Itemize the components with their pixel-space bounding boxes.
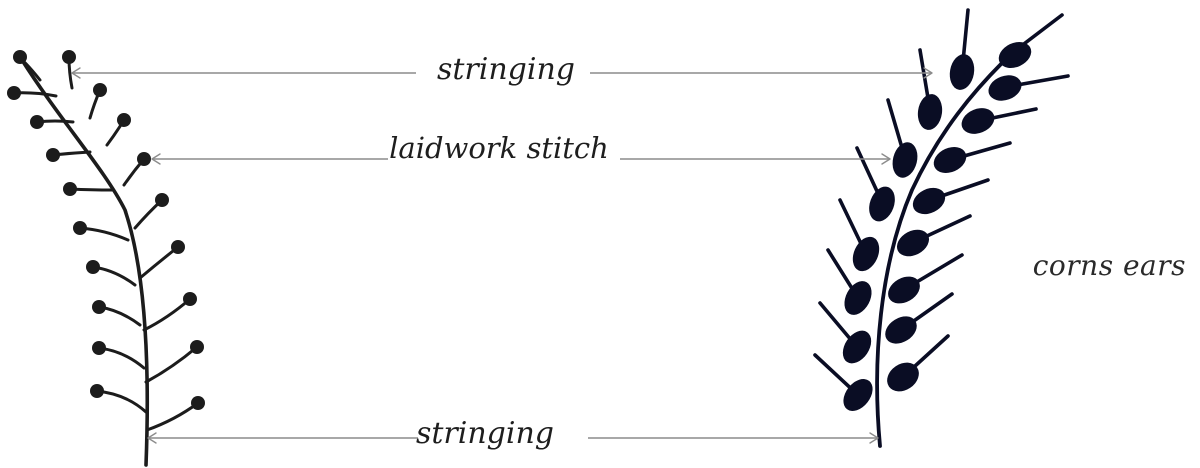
- arrow-head-left: [71, 67, 81, 79]
- corn-grain: [917, 94, 943, 130]
- arrow-head-right: [923, 67, 933, 79]
- branch-stroke: [95, 389, 148, 414]
- branch-stroke: [78, 226, 130, 242]
- corn-grain: [885, 316, 917, 344]
- stringing-branch-stem: [20, 58, 150, 467]
- branch-dot: [30, 115, 44, 129]
- corn-grain: [869, 186, 895, 222]
- branch-stroke: [145, 401, 200, 432]
- corn-grain: [912, 187, 946, 215]
- branch-dot: [183, 292, 197, 306]
- corn-grain: [843, 379, 873, 411]
- label-bottom-stringing: stringing: [416, 416, 554, 451]
- branch-dot: [90, 384, 104, 398]
- branch-dot: [137, 152, 151, 166]
- branch-dot: [92, 300, 106, 314]
- corn-grain: [892, 142, 918, 178]
- corn-grain: [961, 108, 995, 134]
- branch-dot: [86, 260, 100, 274]
- corn-grain: [887, 362, 919, 392]
- arrow-head-right: [881, 153, 891, 165]
- branch-dot: [171, 240, 185, 254]
- corn-grain: [842, 330, 872, 364]
- branch-dot: [191, 396, 205, 410]
- corn-ear-illustration: [813, 8, 1070, 448]
- corn-grain: [888, 276, 920, 304]
- label-laidwork-stitch: laidwork stitch: [389, 131, 609, 165]
- corn-grain: [988, 75, 1022, 101]
- branch-dot: [73, 221, 87, 235]
- branch-dot: [92, 341, 106, 355]
- branch-dot: [155, 193, 169, 207]
- branch-stroke: [97, 346, 146, 370]
- corn-grain: [844, 281, 872, 315]
- corn-grain: [949, 54, 975, 90]
- branch-stroke: [142, 297, 192, 332]
- arrow-head-right: [869, 432, 879, 444]
- corn-grain: [896, 229, 930, 257]
- bottom-stringing-callout: stringing: [147, 416, 879, 451]
- corn-grain: [998, 41, 1032, 69]
- branch-dot: [13, 50, 27, 64]
- branch-stroke: [144, 345, 199, 384]
- branch-dot: [63, 182, 77, 196]
- branch-dot: [62, 50, 76, 64]
- branch-dot: [93, 83, 107, 97]
- corn-ear-stem: [875, 60, 1005, 448]
- corn-grain: [852, 236, 880, 272]
- branch-stroke: [138, 245, 180, 280]
- stringing-branch-illustration: [7, 50, 205, 467]
- branch-dot: [46, 148, 60, 162]
- arrow-head-left: [147, 432, 157, 444]
- corn-grain: [933, 147, 967, 173]
- label-top-stringing: stringing: [437, 52, 575, 87]
- branch-dot: [190, 340, 204, 354]
- branch-dot: [7, 86, 21, 100]
- arrow-head-left: [151, 153, 161, 165]
- top-stringing-callout: stringing: [71, 52, 933, 87]
- label-corns-ears: corns ears: [1033, 249, 1186, 282]
- branch-dot: [117, 113, 131, 127]
- laidwork-stitch-callout: laidwork stitch: [151, 131, 891, 165]
